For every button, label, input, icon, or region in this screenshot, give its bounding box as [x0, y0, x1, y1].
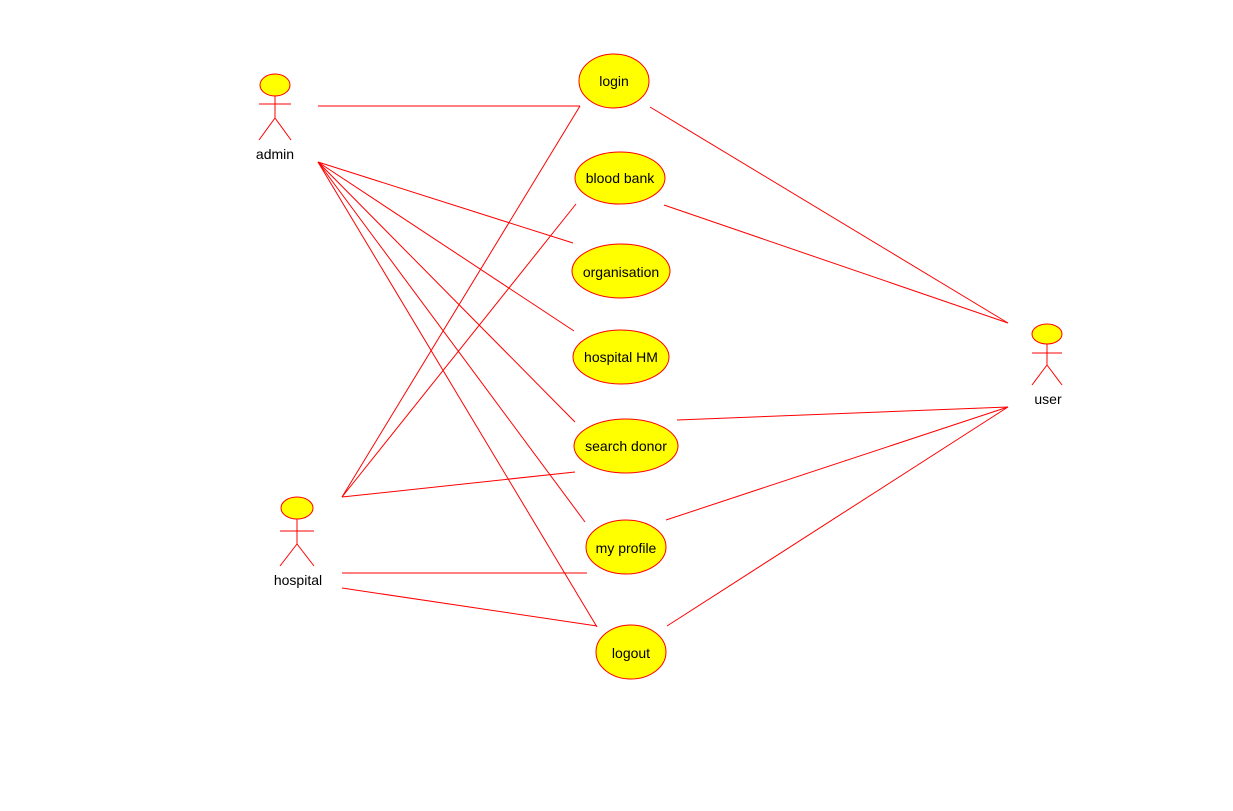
actor-hospital-left-leg — [279, 543, 298, 567]
association-admin-logout — [317, 161, 598, 628]
association-user-logout — [666, 406, 1009, 627]
use-case-logout-ellipse — [595, 624, 667, 680]
use-case-hospital-hm-ellipse — [572, 329, 670, 385]
actor-hospital-right-leg — [296, 543, 315, 567]
use-case-blood-bank: blood bank — [574, 151, 666, 205]
use-case-login-ellipse — [578, 53, 650, 109]
association-hospital-blood-bank — [341, 203, 577, 498]
actor-admin — [258, 73, 292, 141]
use-case-blood-bank-label: blood bank — [586, 170, 656, 186]
actor-user — [1031, 323, 1063, 386]
use-case-search-donor-label: search donor — [585, 438, 667, 454]
use-case-login: login — [578, 53, 650, 109]
use-case-my-profile-ellipse — [585, 519, 667, 575]
association-lines — [317, 105, 1009, 628]
association-admin-organisation — [317, 161, 574, 244]
use-case-search-donor-ellipse — [573, 418, 679, 474]
actor-user-label: user — [1034, 391, 1062, 407]
use-case-logout: logout — [595, 624, 667, 680]
association-user-my-profile — [665, 406, 1009, 521]
actor-admin-head — [259, 73, 291, 97]
use-case-blood-bank-ellipse — [574, 151, 666, 205]
use-case-logout-label: logout — [612, 645, 650, 661]
association-hospital-logout — [341, 587, 598, 627]
actor-user-right-leg — [1046, 364, 1063, 386]
association-user-login — [649, 106, 1009, 324]
actor-user-head — [1031, 323, 1063, 345]
association-admin-my-profile — [317, 161, 586, 523]
use-case-hospital-hm: hospital HM — [572, 329, 670, 385]
association-hospital-search-donor — [341, 471, 576, 498]
association-user-blood-bank — [663, 204, 1009, 324]
association-user-search-donor — [676, 406, 1009, 421]
actor-hospital — [279, 496, 315, 567]
actor-admin-label: admin — [256, 146, 294, 162]
use-case-login-label: login — [599, 73, 629, 89]
association-hospital-login — [341, 105, 581, 498]
use-case-search-donor: search donor — [573, 418, 679, 474]
use-case-hospital-hm-label: hospital HM — [584, 349, 658, 365]
use-case-my-profile: my profile — [585, 519, 667, 575]
actor-admin-left-leg — [258, 117, 276, 141]
use-case-my-profile-label: my profile — [596, 540, 657, 556]
use-case-organisation-ellipse — [571, 243, 671, 299]
use-case-organisation-label: organisation — [583, 264, 659, 280]
association-admin-search-donor — [317, 161, 576, 423]
association-admin-hospital-hm — [317, 161, 575, 332]
actor-hospital-label: hospital — [274, 572, 322, 588]
actor-admin-right-leg — [274, 117, 292, 141]
use-case-organisation: organisation — [571, 243, 671, 299]
actor-hospital-head — [280, 496, 314, 520]
actor-user-left-leg — [1031, 364, 1048, 386]
